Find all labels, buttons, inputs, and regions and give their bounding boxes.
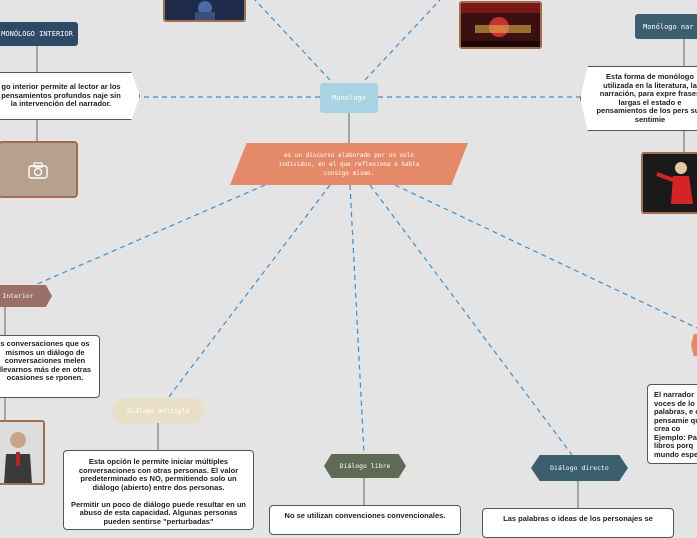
theatre-image — [461, 3, 540, 47]
definition-node[interactable]: es un discurso elaborado por un solo ind… — [230, 143, 468, 185]
dialogo-directo-node[interactable]: Diálogo directo — [531, 455, 628, 481]
monologo-narrado-note: Esta forma de monólogo utilizada en la l… — [580, 66, 697, 131]
dialogo-interior-note: s conversaciones que os mismos un diálog… — [0, 335, 100, 398]
dancer-image — [643, 154, 697, 212]
connector-lines — [4, 0, 697, 508]
monologo-narrado-node[interactable]: Monólogo nar — [635, 14, 697, 39]
dialogo-multiple-node[interactable]: Diálogo múltiple — [111, 398, 206, 423]
man-image — [0, 422, 43, 483]
stage-image — [165, 0, 244, 20]
dialogo-directo-note: Las palabras o ideas de los personajes s… — [482, 508, 674, 538]
monologo-interior-node[interactable]: MONÓLOGO INTERIOR — [0, 22, 78, 46]
dialogo-libre-note: No se utilizan convenciones convencional… — [269, 505, 461, 535]
dialogo-interior-node[interactable]: Interior — [0, 285, 52, 307]
camera-icon — [28, 161, 48, 179]
right-lower-node[interactable] — [691, 334, 697, 356]
monologo-interior-note: go interior permite al lector ar los pen… — [0, 72, 140, 120]
central-topic[interactable]: Monologo — [320, 83, 378, 113]
man-photo — [0, 420, 45, 485]
top-photo-right — [459, 1, 542, 49]
dialogo-multiple-note: Esta opción le permite iniciar múltiples… — [63, 450, 254, 530]
top-photo-left — [163, 0, 246, 22]
image-placeholder — [0, 141, 78, 198]
right-lower-note: El narrador voces de lo palabras, e o pe… — [647, 384, 697, 464]
dialogo-libre-node[interactable]: Diálogo libre — [324, 454, 406, 478]
dancer-photo — [641, 152, 697, 214]
